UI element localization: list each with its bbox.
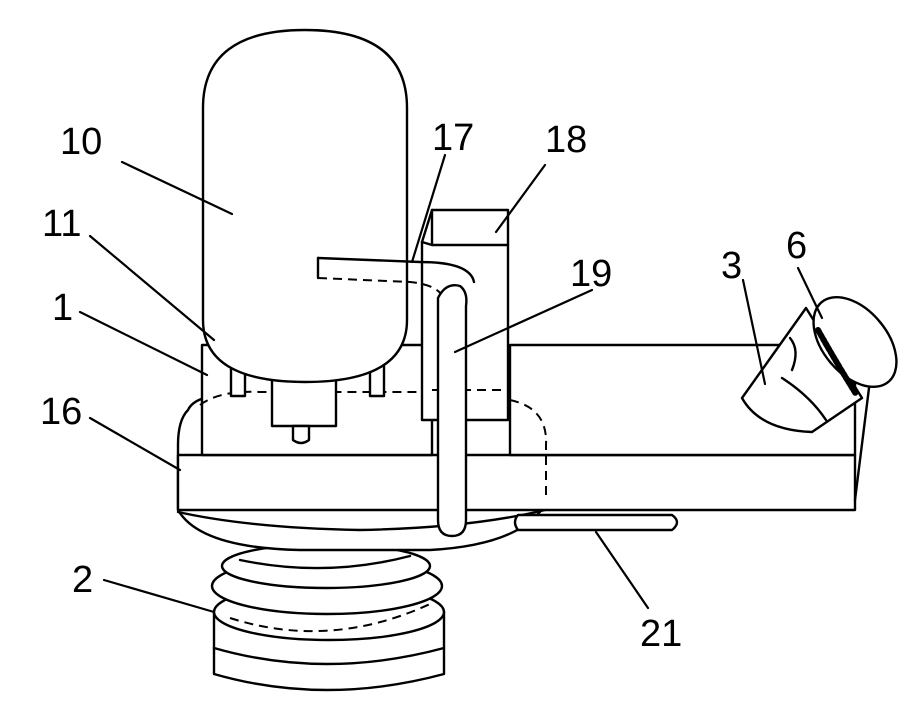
label-16: 16	[40, 391, 82, 433]
label-21: 21	[640, 613, 682, 655]
part-21-rod	[515, 515, 677, 530]
label-11: 11	[42, 203, 81, 245]
label-10: 10	[60, 121, 102, 163]
label-1: 1	[52, 287, 73, 329]
label-2: 2	[72, 559, 93, 601]
pulley	[212, 544, 444, 690]
label-19: 19	[570, 253, 612, 295]
label-6: 6	[786, 225, 807, 267]
cylinder	[203, 30, 407, 382]
label-18: 18	[545, 119, 587, 161]
label-17: 17	[432, 117, 474, 159]
label-3: 3	[721, 245, 742, 287]
